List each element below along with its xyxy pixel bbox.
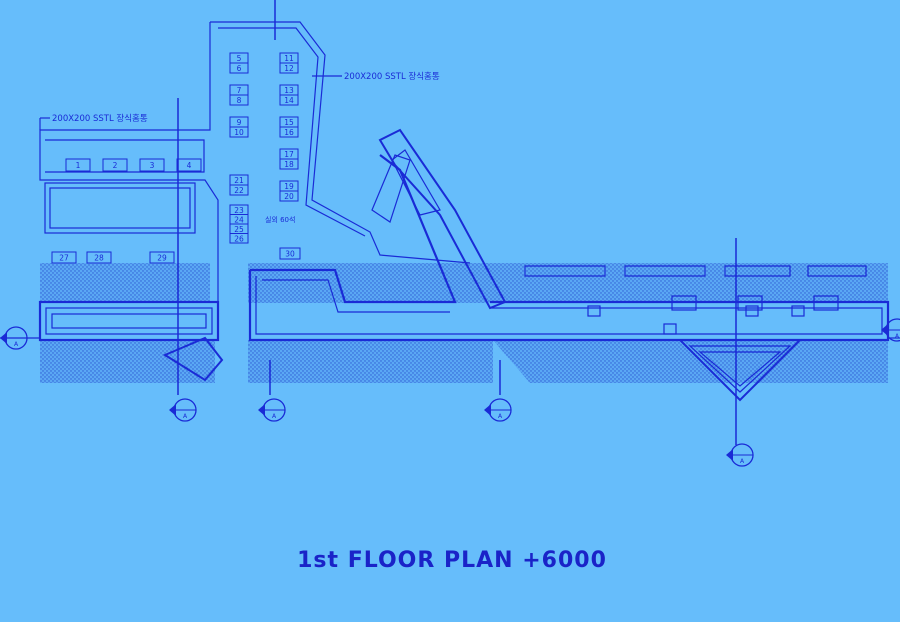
table-10: 10 [229,126,249,138]
table-number: 21 [234,176,244,185]
table-30: 30 [279,247,301,260]
section-marker: A [258,398,286,422]
table-14: 14 [279,94,299,106]
table-number: 3 [150,161,155,170]
table-number: 13 [284,86,294,95]
table-number: 19 [284,182,294,191]
table-row-top: 1 2 3 4 [65,158,202,172]
page-title: 1st FLOOR PLAN +6000 [297,548,607,573]
table-8: 8 [229,94,249,106]
section-markers: A A A A A A [0,318,900,467]
table-number: 9 [237,118,242,127]
table-15: 15 [279,116,299,128]
plan-linework [0,0,900,445]
table-number: 5 [237,54,242,63]
table-7: 7 [229,84,249,96]
table-row-bottom: 27 28 29 [51,251,175,264]
table-17: 17 [279,148,299,160]
table-2: 2 [102,158,128,172]
table-6: 6 [229,62,249,74]
table-27: 27 [51,251,77,264]
section-marker: A [726,443,754,467]
table-number: 25 [234,225,244,234]
table-20: 20 [279,190,299,202]
table-number: 16 [284,128,294,137]
table-number: 23 [234,206,244,215]
table-4: 4 [176,158,202,172]
table-29: 29 [149,251,175,264]
table-number: 11 [284,54,294,63]
section-marker-label: A [740,458,745,465]
table-19: 19 [279,180,299,192]
table-number: 4 [187,161,192,170]
section-marker: A [484,398,512,422]
note-seats: 실외 60석 [265,215,295,224]
table-number: 7 [237,86,242,95]
table-22: 22 [229,184,249,196]
section-marker: A [881,318,900,342]
hatched-ground [40,263,888,383]
section-marker-label: A [498,413,503,420]
table-12: 12 [279,62,299,74]
section-marker-label: A [183,413,188,420]
table-number: 12 [284,64,294,73]
table-number: 27 [59,254,69,263]
table-13: 13 [279,84,299,96]
table-25: 25 [229,223,249,234]
note-rail-top: 200X200 SSTL 장식홈통 [344,71,440,82]
table-3: 3 [139,158,165,172]
table-number: 30 [285,250,295,259]
table-number: 22 [234,186,244,195]
table-5: 5 [229,52,249,64]
table-16: 16 [279,126,299,138]
table-number: 14 [284,96,294,105]
table-number: 26 [234,234,244,243]
table-number: 8 [237,96,242,105]
note-rail-left: 200X200 SSTL 장식홈통 [52,113,148,124]
table-11: 11 [279,52,299,64]
table-21: 21 [229,174,249,186]
section-marker-label: A [272,413,277,420]
table-number: 6 [237,64,242,73]
section-marker: A [0,326,28,350]
table-number: 24 [234,215,244,224]
table-number: 1 [76,161,81,170]
table-1: 1 [65,158,91,172]
table-number: 17 [284,150,294,159]
section-marker: A [169,398,197,422]
section-marker-label: A [895,333,900,340]
table-28: 28 [86,251,112,264]
table-9: 9 [229,116,249,128]
table-number: 18 [284,160,294,169]
table-column-a: 56 78 910 [229,52,249,138]
table-single: 30 [279,247,301,260]
table-number: 29 [157,254,167,263]
table-number: 15 [284,118,294,127]
table-number: 10 [234,128,244,137]
table-23: 23 [229,204,249,215]
table-number: 20 [284,192,294,201]
table-number: 28 [94,254,104,263]
table-number: 2 [113,161,118,170]
table-24: 24 [229,214,249,225]
table-26: 26 [229,233,249,244]
section-marker-label: A [14,341,19,348]
table-18: 18 [279,158,299,170]
